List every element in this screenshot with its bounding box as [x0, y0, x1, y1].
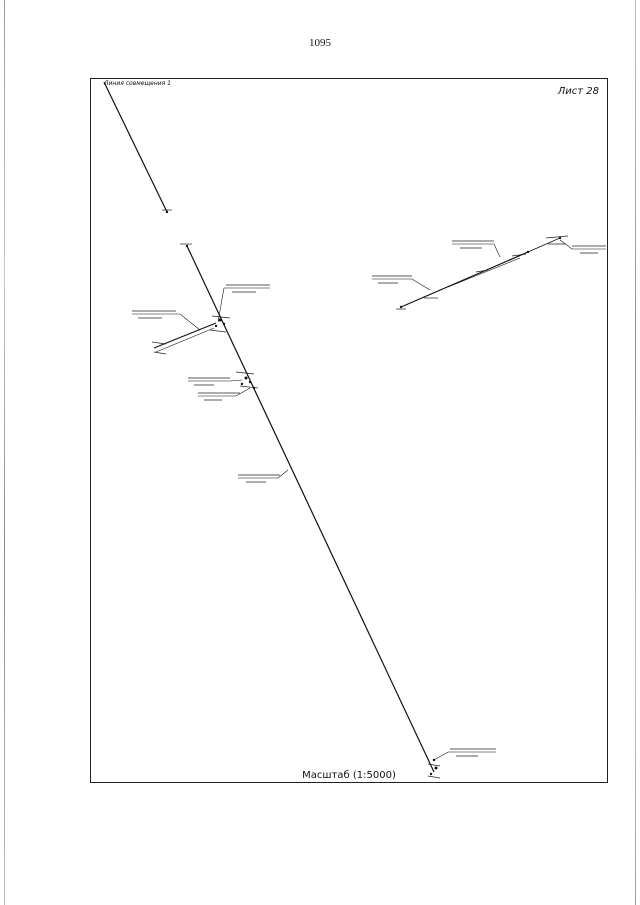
scale-label: Масштаб (1:5000) [302, 770, 396, 781]
sheet-label: Лист 28 [557, 86, 599, 97]
route-segment-upper [103, 81, 168, 213]
page-number: 1095 [309, 37, 331, 49]
route-segment-main [186, 245, 435, 773]
callout-leaders [132, 239, 606, 761]
illegible-annotations [132, 209, 606, 779]
route-branch-right-double [447, 257, 521, 288]
point-markers [165, 210, 562, 776]
route-branch-right [400, 251, 529, 308]
scan-edge-left [4, 0, 5, 905]
route-branch-left [153, 322, 217, 349]
route-branch-left-double [155, 327, 215, 353]
drawing-frame: Линия совмещения 1 Лист 28 Масштаб (1:50… [90, 78, 608, 783]
route-branch-right-end [527, 237, 561, 253]
match-line-label: Линия совмещения 1 [104, 80, 171, 87]
scan-edge-right [635, 0, 636, 905]
